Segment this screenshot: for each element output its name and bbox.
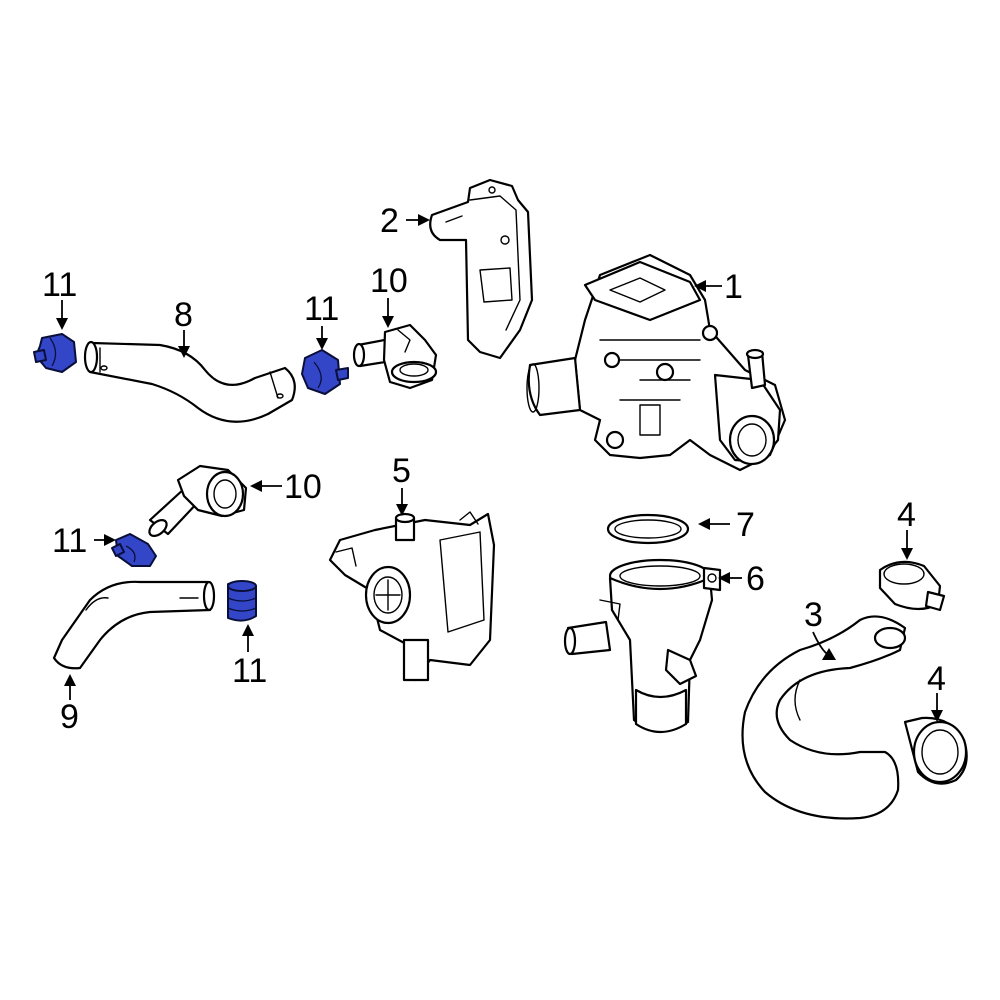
part-5-valve[interactable] [328, 511, 496, 682]
callout-9: 9 [60, 698, 79, 736]
part-11-sleeve-d[interactable] [227, 580, 257, 622]
part-11-clamp-a[interactable] [33, 333, 77, 373]
part-1-housing[interactable] [526, 253, 787, 472]
leader-lines [56, 214, 943, 722]
callout-8: 8 [174, 296, 193, 334]
callout-3: 3 [804, 596, 823, 634]
callout-1: 1 [724, 268, 743, 306]
part-4-clamp-upper[interactable] [878, 560, 946, 612]
callout-11-d: 11 [232, 652, 267, 690]
part-10-elbow-upper[interactable] [352, 323, 438, 390]
callout-11-c: 11 [52, 522, 87, 560]
part-10-elbow-lower[interactable] [146, 464, 248, 539]
callout-4-lower: 4 [927, 660, 946, 698]
callout-11-b: 11 [304, 290, 339, 328]
part-2-bracket[interactable] [429, 178, 534, 360]
part-11-clamp-b[interactable] [301, 349, 349, 395]
part-6-housing[interactable] [563, 558, 722, 734]
part-7-oring[interactable] [606, 513, 690, 545]
callout-7: 7 [736, 506, 755, 544]
callout-2: 2 [380, 202, 399, 240]
callout-labels: 1 2 3 4 4 5 6 7 8 9 10 10 11 11 11 11 [42, 202, 946, 736]
part-11-clamp-c[interactable] [111, 533, 157, 567]
callout-4-upper: 4 [897, 496, 916, 534]
part-4-clamp-lower[interactable] [903, 716, 968, 785]
callout-6: 6 [746, 560, 765, 598]
part-3-hose[interactable] [741, 615, 907, 820]
part-9-hose-lower[interactable] [52, 580, 216, 670]
callout-5: 5 [392, 452, 411, 490]
callout-11-a: 11 [42, 266, 77, 304]
callout-10-lower: 10 [284, 468, 322, 506]
part-8-hose-upper[interactable] [83, 340, 296, 423]
callout-10-upper: 10 [370, 262, 408, 300]
